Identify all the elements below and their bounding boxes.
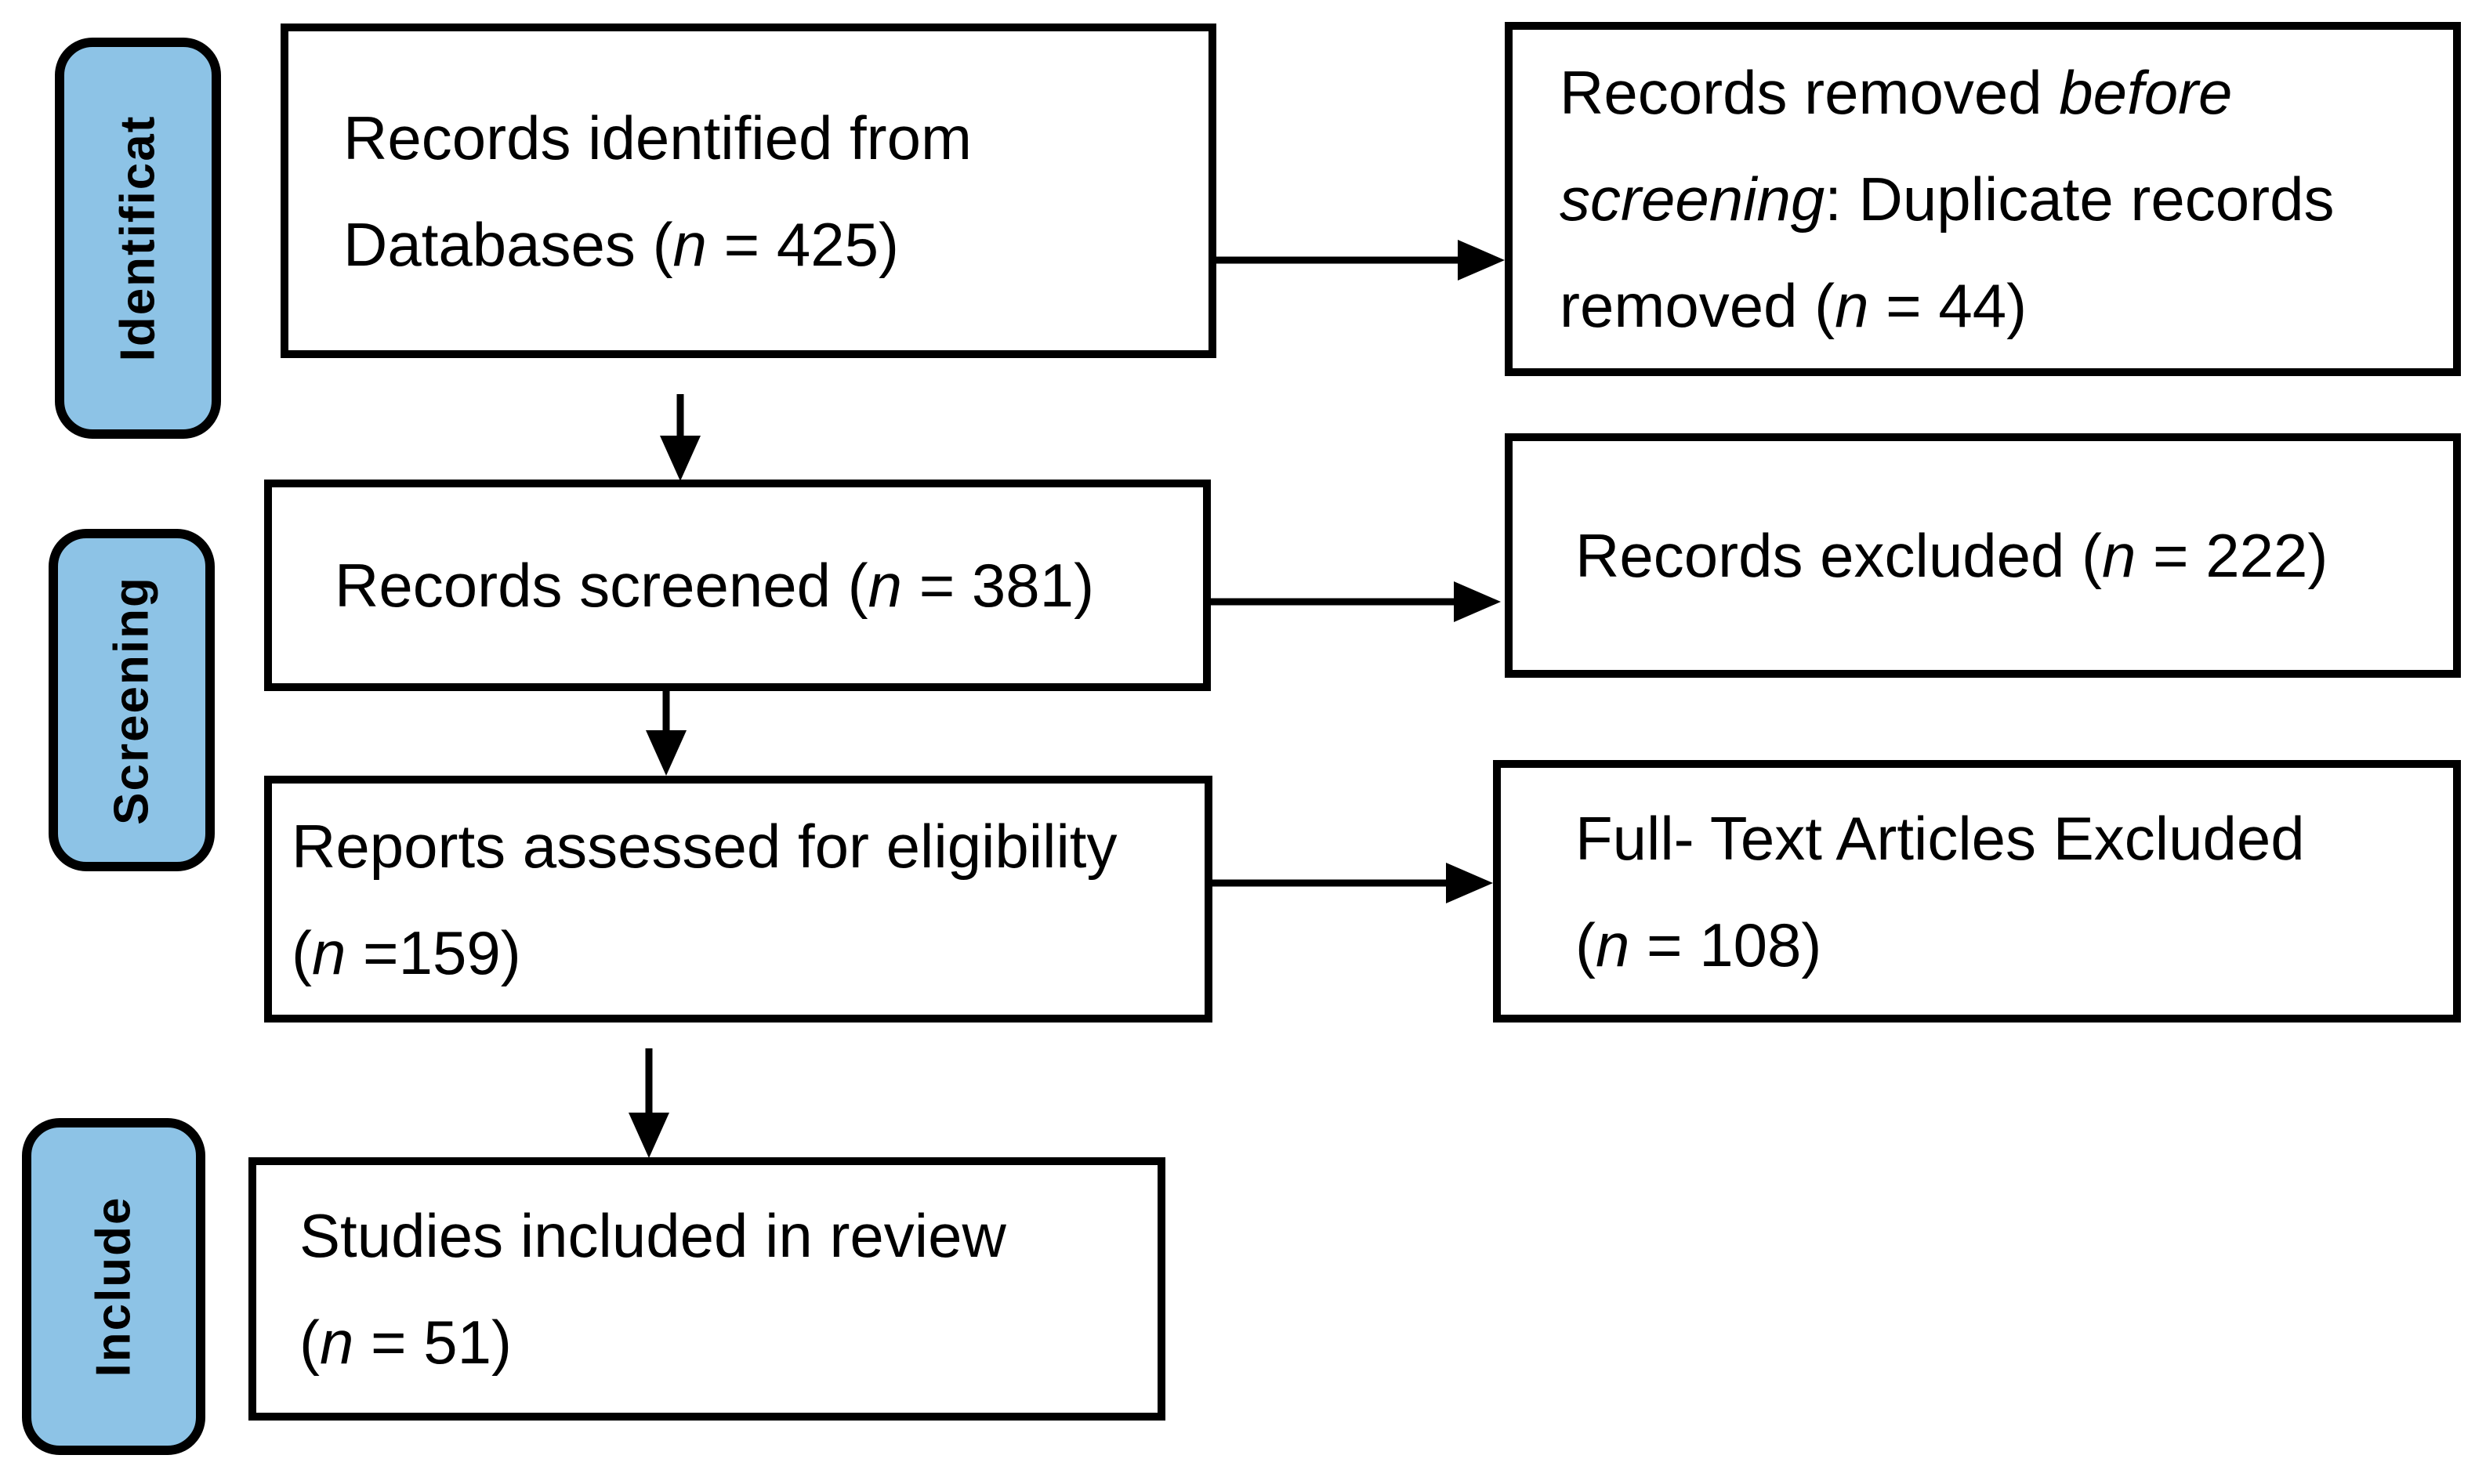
- box-studies-included-line2: (n = 51): [299, 1308, 513, 1377]
- box-records-identified: Records identified from Databases (n = 4…: [281, 24, 1216, 358]
- box-studies-included-line1: Studies included in review: [299, 1201, 1006, 1270]
- box-records-excluded: Records excluded (n = 222): [1505, 433, 2461, 678]
- arrow-screened-to-assessed: [646, 690, 687, 776]
- box-records-removed-line2: screening: Duplicate records: [1560, 165, 2335, 233]
- box-fulltext-excluded: Full- Text Articles Excluded (n = 108): [1493, 760, 2461, 1023]
- arrow-identified-to-screened: [660, 394, 701, 481]
- stage-label-include-text: Include: [86, 1196, 141, 1377]
- box-fulltext-excluded-line2: (n = 108): [1575, 910, 1822, 979]
- arrow-assessed-to-fulltext: [1212, 863, 1493, 903]
- box-records-removed-line3: removed (n = 44): [1560, 271, 2027, 340]
- arrow-identified-to-removed: [1216, 240, 1505, 281]
- stage-label-identification-text: Identificat: [111, 114, 165, 362]
- stage-label-screening: Screening: [49, 529, 215, 871]
- box-reports-assessed-line2: (n =159): [292, 918, 521, 987]
- stage-label-identification: Identificat: [55, 38, 221, 439]
- box-records-screened-line1: Records screened (n = 381): [335, 551, 1095, 620]
- box-records-removed: Records removed before screening: Duplic…: [1505, 22, 2461, 376]
- box-fulltext-excluded-line1: Full- Text Articles Excluded: [1575, 803, 2305, 873]
- box-records-identified-line2: Databases (n = 425): [343, 209, 899, 279]
- arrow-screened-to-excluded: [1211, 581, 1501, 622]
- box-reports-assessed-line1: Reports assessed for eligibility: [292, 811, 1118, 881]
- box-studies-included: Studies included in review (n = 51): [248, 1157, 1165, 1421]
- box-records-screened: Records screened (n = 381): [264, 480, 1211, 691]
- box-records-identified-line1: Records identified from: [343, 103, 973, 172]
- stage-label-include: Include: [22, 1118, 205, 1455]
- box-records-removed-line1: Records removed before: [1560, 58, 2233, 127]
- box-reports-assessed: Reports assessed for eligibility (n =159…: [264, 776, 1212, 1023]
- arrow-assessed-to-included: [629, 1048, 669, 1158]
- box-records-excluded-line1: Records excluded (n = 222): [1575, 521, 2328, 590]
- stage-label-screening-text: Screening: [104, 575, 159, 825]
